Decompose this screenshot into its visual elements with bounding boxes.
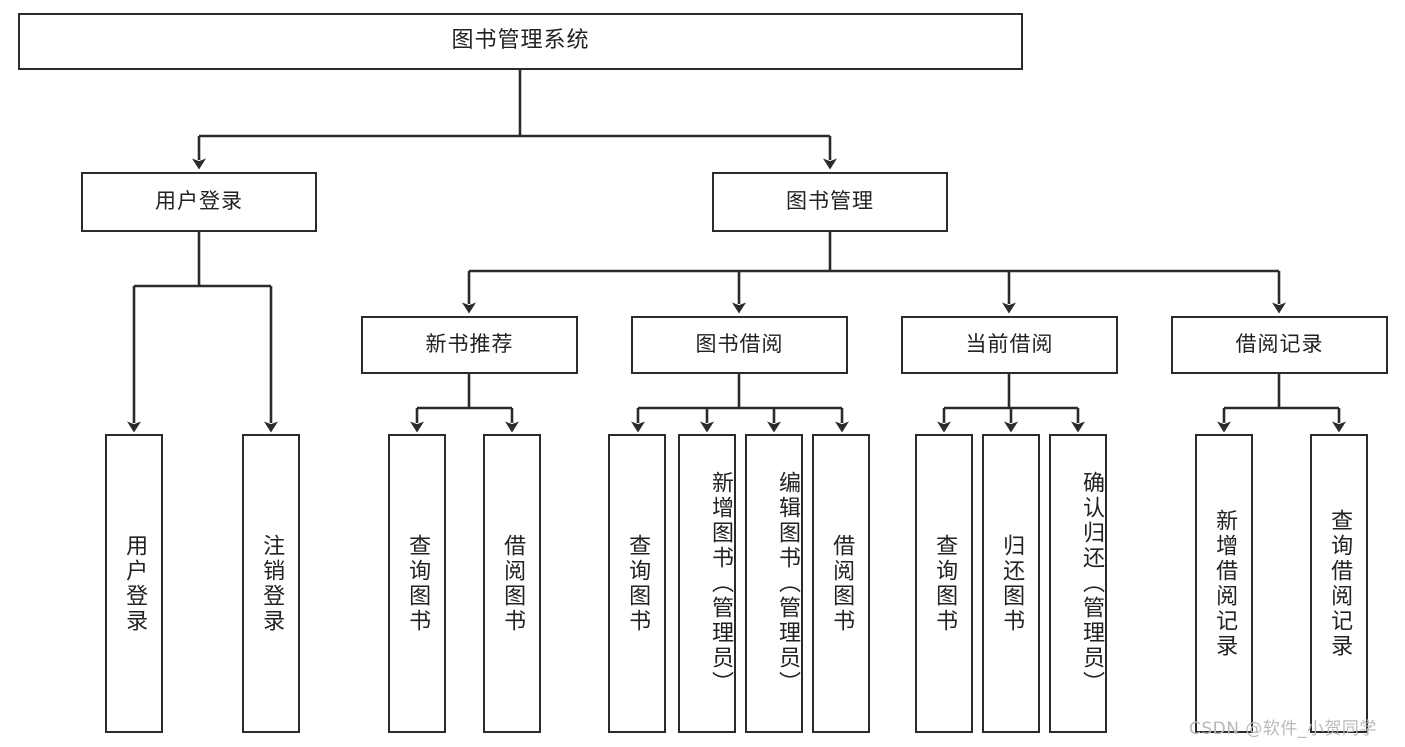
node-leaf-add-record-label: 新增借阅记录 <box>1212 508 1238 659</box>
node-current-borrow[interactable]: 当前借阅 <box>901 316 1118 374</box>
node-root-label: 图书管理系统 <box>451 28 590 54</box>
node-leaf-edit-book[interactable]: 编辑图书（管理员） <box>745 434 803 733</box>
node-leaf-logout-login[interactable]: 注销登录 <box>242 434 300 733</box>
node-root[interactable]: 图书管理系统 <box>18 13 1023 70</box>
node-leaf-query-book-1[interactable]: 查询图书 <box>388 434 446 733</box>
node-leaf-query-record-label: 查询借阅记录 <box>1327 508 1353 659</box>
node-leaf-confirm-return[interactable]: 确认归还（管理员） <box>1049 434 1107 733</box>
node-new-book-recommend-label: 新书推荐 <box>425 332 514 357</box>
node-leaf-user-login[interactable]: 用户登录 <box>105 434 163 733</box>
csdn-watermark: CSDN @软件_小贺同学 <box>1189 719 1377 739</box>
node-leaf-query-book-3-label: 查询图书 <box>932 533 958 634</box>
node-leaf-borrow-book-1[interactable]: 借阅图书 <box>483 434 541 733</box>
node-book-borrow-label: 图书借阅 <box>695 332 784 357</box>
node-leaf-add-record[interactable]: 新增借阅记录 <box>1195 434 1253 733</box>
node-current-borrow-label: 当前借阅 <box>965 332 1054 357</box>
node-leaf-logout-login-label: 注销登录 <box>259 533 285 634</box>
node-book-manage-label: 图书管理 <box>786 189 874 214</box>
node-leaf-return-book[interactable]: 归还图书 <box>982 434 1040 733</box>
node-book-manage[interactable]: 图书管理 <box>712 172 948 232</box>
node-leaf-borrow-book-1-label: 借阅图书 <box>500 533 526 634</box>
node-borrow-record-label: 借阅记录 <box>1235 332 1324 357</box>
node-leaf-query-book-3[interactable]: 查询图书 <box>915 434 973 733</box>
node-leaf-query-book-2-label: 查询图书 <box>625 533 651 634</box>
node-leaf-query-book-1-label: 查询图书 <box>405 533 431 634</box>
node-leaf-borrow-book-2-label: 借阅图书 <box>829 533 855 634</box>
node-leaf-user-login-label: 用户登录 <box>122 533 148 634</box>
node-borrow-record[interactable]: 借阅记录 <box>1171 316 1388 374</box>
node-new-book-recommend[interactable]: 新书推荐 <box>361 316 578 374</box>
node-user-login-label: 用户登录 <box>155 189 243 214</box>
node-leaf-borrow-book-2[interactable]: 借阅图书 <box>812 434 870 733</box>
node-leaf-query-book-2[interactable]: 查询图书 <box>608 434 666 733</box>
node-leaf-query-record[interactable]: 查询借阅记录 <box>1310 434 1368 733</box>
node-leaf-edit-book-label: 编辑图书（管理员） <box>775 471 800 696</box>
node-book-borrow[interactable]: 图书借阅 <box>631 316 848 374</box>
node-leaf-add-book[interactable]: 新增图书（管理员） <box>678 434 736 733</box>
node-leaf-confirm-return-label: 确认归还（管理员） <box>1079 471 1104 696</box>
node-leaf-return-book-label: 归还图书 <box>999 533 1025 634</box>
node-user-login[interactable]: 用户登录 <box>81 172 317 232</box>
node-leaf-add-book-label: 新增图书（管理员） <box>708 471 733 696</box>
